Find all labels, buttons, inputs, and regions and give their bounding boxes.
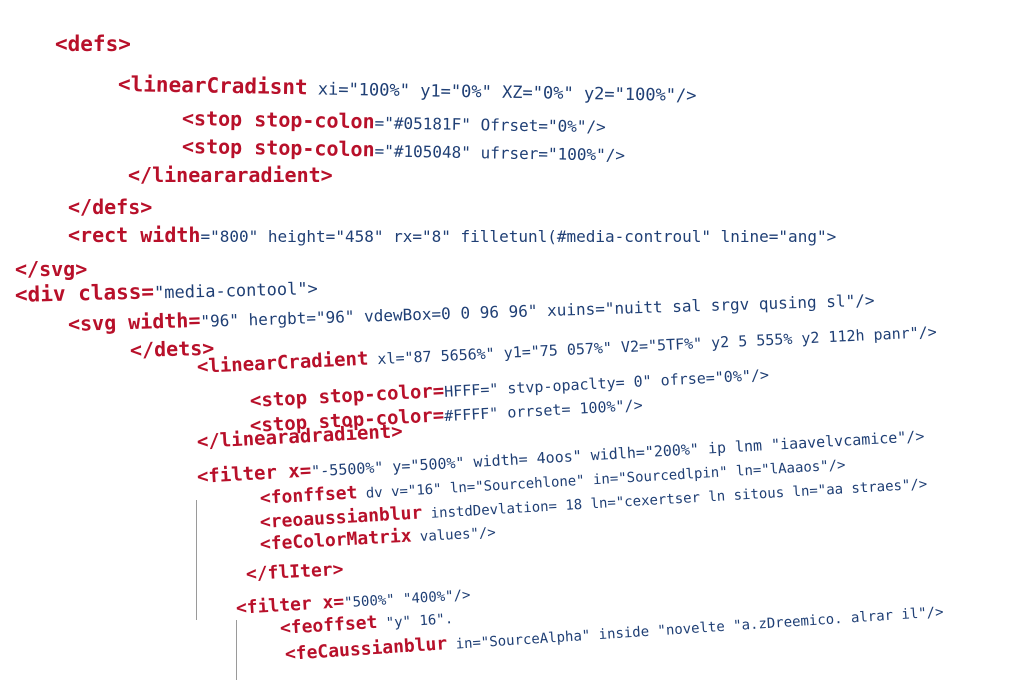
code-tag: <stop stop-colon — [181, 106, 375, 134]
code-tag: </lineararadient> — [128, 163, 333, 187]
code-line: <linearCradient xl="87 5656%" y1="75 057… — [196, 322, 938, 378]
code-line: <linearCradisnt xi="100%" y1="0%" XZ="0%… — [117, 72, 697, 107]
code-tag: <div class= — [14, 279, 155, 307]
indent-guide — [196, 500, 197, 620]
code-line: <stop stop-colon="#105048" ufrser="100%"… — [181, 134, 626, 165]
code-line: </svg> — [15, 259, 87, 279]
indent-guide — [236, 620, 237, 680]
code-tag: <stop stop-colon — [181, 134, 375, 162]
code-line: <feCaussianblur in="SourceAlpha" inside … — [284, 602, 945, 665]
code-attributes: "y" 16". — [376, 611, 454, 632]
code-tag: <feoffset — [279, 611, 378, 639]
code-tag: </linearadradient> — [196, 420, 404, 453]
code-attributes: ="#105048" ufrser="100%"/> — [374, 141, 626, 165]
code-attributes: ="800" height="458" rx="8" filletunl(#me… — [200, 227, 837, 246]
code-line: <defs> — [55, 34, 131, 55]
code-tag: <linearCradisnt — [117, 72, 308, 100]
code-tag: <filter x= — [196, 459, 312, 488]
code-tag: <rect width — [68, 223, 201, 247]
code-line: <stop stop-colon="#05181F" Ofrset="0%"/> — [181, 106, 606, 137]
code-line: <div class="media-contool"> — [14, 277, 319, 307]
code-attributes: xi="100%" y1="0%" XZ="0%" y2="100%"/> — [307, 79, 697, 107]
code-line: <rect width="800" height="458" rx="8" fi… — [68, 225, 836, 245]
code-tag: <fonffset — [259, 482, 358, 509]
code-attributes: in="SourceAlpha" inside "novelte "a.zDre… — [446, 604, 945, 654]
code-line: </linearadradient> — [196, 420, 404, 453]
code-attributes: values"/> — [411, 524, 497, 546]
code-attributes: xl="87 5656%" y1="75 057%" V2="5TF%" y2 … — [367, 322, 938, 369]
code-tag: </defs> — [68, 195, 153, 219]
code-line: </lineararadient> — [128, 165, 333, 185]
code-attributes: #FFFF" orrset= 100%"/> — [443, 396, 644, 426]
code-tag: <feCaussianblur — [284, 633, 448, 665]
code-tag: </svg> — [15, 257, 88, 281]
code-attributes: HFFF=" stvp-opaclty= 0" ofrse="0%"/> — [443, 365, 770, 401]
code-line: </defs> — [68, 197, 152, 217]
code-tag: <svg width= — [67, 307, 201, 336]
code-tag: <linearCradient — [196, 347, 369, 378]
code-attributes: ="#05181F" Ofrset="0%"/> — [374, 113, 606, 137]
code-tag: <defs> — [55, 32, 131, 56]
code-attributes: "media-contool"> — [153, 279, 319, 304]
code-line: </flIter> — [245, 558, 344, 585]
code-tag: </flIter> — [245, 558, 344, 585]
code-attributes: "500%" "400%"/> — [343, 587, 471, 612]
